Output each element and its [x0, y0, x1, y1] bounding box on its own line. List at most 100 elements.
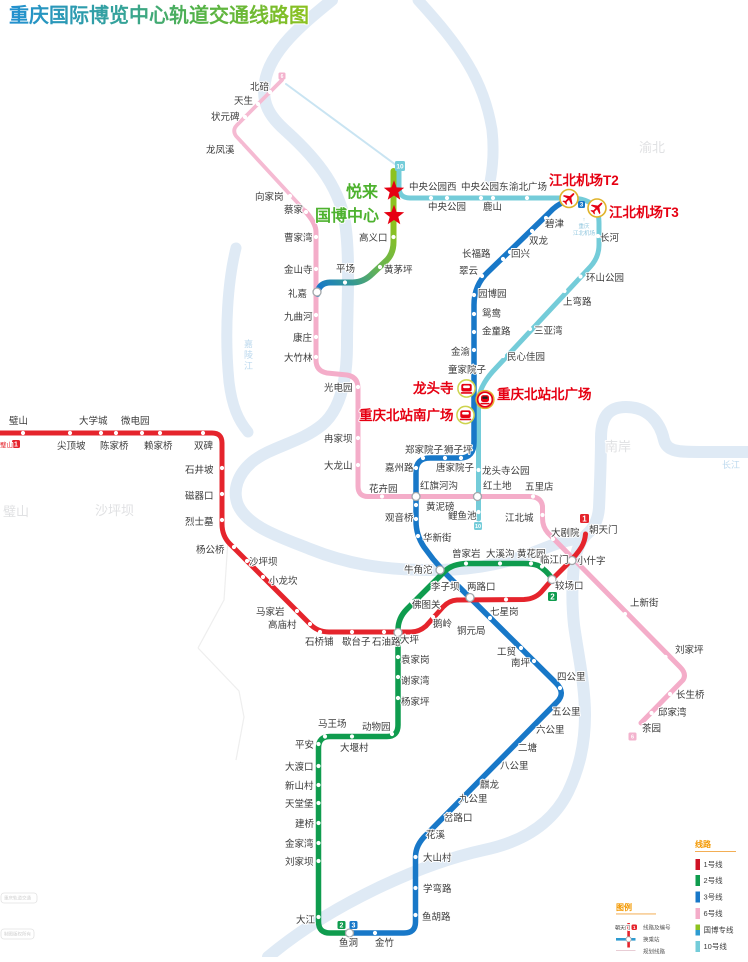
svg-text:重庆: 重庆 [578, 222, 590, 230]
svg-text:嘉: 嘉 [244, 338, 253, 349]
svg-text:3号线: 3号线 [704, 892, 724, 902]
svg-text:礼嘉: 礼嘉 [288, 288, 307, 300]
svg-text:红旗河沟: 红旗河沟 [420, 480, 458, 492]
svg-text:10号线: 10号线 [704, 941, 728, 951]
svg-text:换乘站: 换乘站 [643, 936, 660, 944]
svg-text:五里店: 五里店 [525, 481, 554, 493]
svg-text:曾家岩: 曾家岩 [452, 548, 481, 560]
svg-text:翠云: 翠云 [459, 266, 478, 277]
svg-text:1: 1 [582, 514, 587, 523]
svg-text:渝北: 渝北 [639, 140, 665, 155]
svg-text:国博专线: 国博专线 [704, 925, 734, 935]
svg-text:冉家坝: 冉家坝 [324, 433, 353, 445]
svg-text:大坪: 大坪 [400, 634, 420, 646]
svg-text:二塘: 二塘 [518, 742, 538, 754]
svg-text:1: 1 [633, 925, 636, 930]
svg-text:七星岗: 七星岗 [490, 607, 519, 618]
svg-text:童家院子: 童家院子 [448, 364, 487, 376]
svg-text:碧津: 碧津 [545, 218, 565, 230]
svg-text:嘉州路: 嘉州路 [385, 462, 414, 474]
svg-text:10: 10 [475, 524, 481, 530]
svg-text:龙头寺公园: 龙头寺公园 [482, 465, 530, 477]
svg-text:江北机场T2: 江北机场T2 [549, 172, 619, 188]
svg-text:金家湾: 金家湾 [285, 838, 314, 850]
svg-text:长福路: 长福路 [462, 248, 491, 260]
svg-text:大剧院: 大剧院 [551, 527, 580, 539]
svg-text:平场: 平场 [336, 264, 355, 275]
svg-text:6: 6 [281, 74, 284, 80]
svg-text:3: 3 [580, 203, 584, 209]
svg-text:2号线: 2号线 [704, 875, 724, 885]
svg-text:龙头寺: 龙头寺 [412, 380, 454, 396]
svg-text:刘家坪: 刘家坪 [675, 644, 704, 656]
svg-text:国博中心: 国博中心 [315, 206, 379, 225]
svg-text:烈士墓: 烈士墓 [185, 516, 214, 528]
svg-text:蔡家: 蔡家 [284, 204, 304, 216]
svg-text:悦来: 悦来 [346, 182, 379, 201]
svg-text:微电园: 微电园 [121, 415, 150, 427]
svg-text:高义口: 高义口 [359, 232, 388, 244]
svg-text:观音桥: 观音桥 [385, 512, 414, 524]
svg-text:中央公园西: 中央公园西 [409, 181, 457, 193]
svg-text:谢家湾: 谢家湾 [401, 675, 430, 687]
svg-text:南岸: 南岸 [605, 439, 631, 454]
svg-text:红土地: 红土地 [483, 480, 512, 492]
svg-text:袁家岗: 袁家岗 [401, 654, 430, 666]
svg-text:花卉园: 花卉园 [369, 483, 398, 495]
svg-text:动物园: 动物园 [362, 721, 391, 733]
svg-text:四公里: 四公里 [557, 672, 586, 683]
svg-text:金童路: 金童路 [482, 326, 511, 338]
svg-text:江: 江 [244, 361, 253, 371]
svg-text:2: 2 [550, 592, 555, 601]
svg-text:线路: 线路 [695, 839, 712, 849]
svg-text:鹅岭: 鹅岭 [433, 618, 453, 630]
svg-text:杨家坪: 杨家坪 [401, 696, 430, 708]
svg-text:状元碑: 状元碑 [211, 111, 240, 123]
svg-text:临江门: 临江门 [540, 554, 569, 566]
svg-text:1号线: 1号线 [704, 859, 724, 869]
svg-text:江北机场: 江北机场 [573, 229, 596, 237]
svg-text:金山寺: 金山寺 [284, 264, 313, 276]
svg-text:朝天门: 朝天门 [589, 524, 618, 536]
svg-text:陵: 陵 [244, 350, 253, 360]
svg-text:新山村: 新山村 [285, 780, 314, 792]
svg-text:璧山: 璧山 [0, 440, 13, 449]
svg-text:大江: 大江 [296, 914, 316, 926]
svg-text:歇台子: 歇台子 [342, 636, 371, 648]
svg-text:鱼洞: 鱼洞 [339, 937, 358, 949]
svg-text:长江: 长江 [722, 459, 740, 470]
svg-text:双碑: 双碑 [194, 440, 214, 452]
svg-text:线路及编号: 线路及编号 [643, 924, 671, 932]
svg-text:10: 10 [396, 163, 404, 170]
svg-text:渝北广场: 渝北广场 [509, 181, 547, 193]
svg-text:环山公园: 环山公园 [586, 273, 624, 284]
svg-text:↑: ↑ [583, 217, 586, 223]
svg-text:璧山: 璧山 [9, 415, 28, 427]
svg-text:园博园: 园博园 [478, 288, 507, 300]
svg-text:五公里: 五公里 [552, 707, 581, 718]
svg-text:鱼胡路: 鱼胡路 [422, 911, 451, 923]
svg-text:重庆北站北广场: 重庆北站北广场 [497, 386, 592, 402]
svg-text:大学城: 大学城 [79, 415, 108, 427]
svg-text:金渝: 金渝 [451, 346, 471, 358]
svg-text:曹家湾: 曹家湾 [284, 232, 313, 244]
svg-text:重庆国际博览中心轨道交通线路图: 重庆国际博览中心轨道交通线路图 [9, 3, 309, 27]
svg-text:陈家桥: 陈家桥 [100, 440, 129, 452]
svg-text:高庙村: 高庙村 [268, 619, 297, 631]
svg-text:制图版权所有: 制图版权所有 [4, 931, 31, 938]
svg-text:李子坝: 李子坝 [431, 581, 460, 593]
svg-text:规划线路: 规划线路 [643, 948, 666, 956]
svg-text:岔路口: 岔路口 [444, 812, 473, 824]
svg-text:回兴: 回兴 [511, 249, 530, 260]
svg-text:九曲河: 九曲河 [284, 311, 313, 323]
svg-text:郑家院子: 郑家院子 [405, 444, 444, 456]
svg-text:上弯路: 上弯路 [563, 296, 592, 308]
svg-text:1: 1 [14, 442, 18, 449]
svg-text:尖顶坡: 尖顶坡 [57, 440, 86, 452]
svg-text:牛角沱: 牛角沱 [404, 564, 433, 576]
svg-text:大竹林: 大竹林 [284, 352, 313, 364]
svg-text:大山村: 大山村 [423, 852, 452, 864]
svg-text:磁器口: 磁器口 [185, 490, 214, 502]
svg-text:刘家坝: 刘家坝 [285, 856, 314, 868]
svg-text:上新街: 上新街 [630, 597, 659, 609]
